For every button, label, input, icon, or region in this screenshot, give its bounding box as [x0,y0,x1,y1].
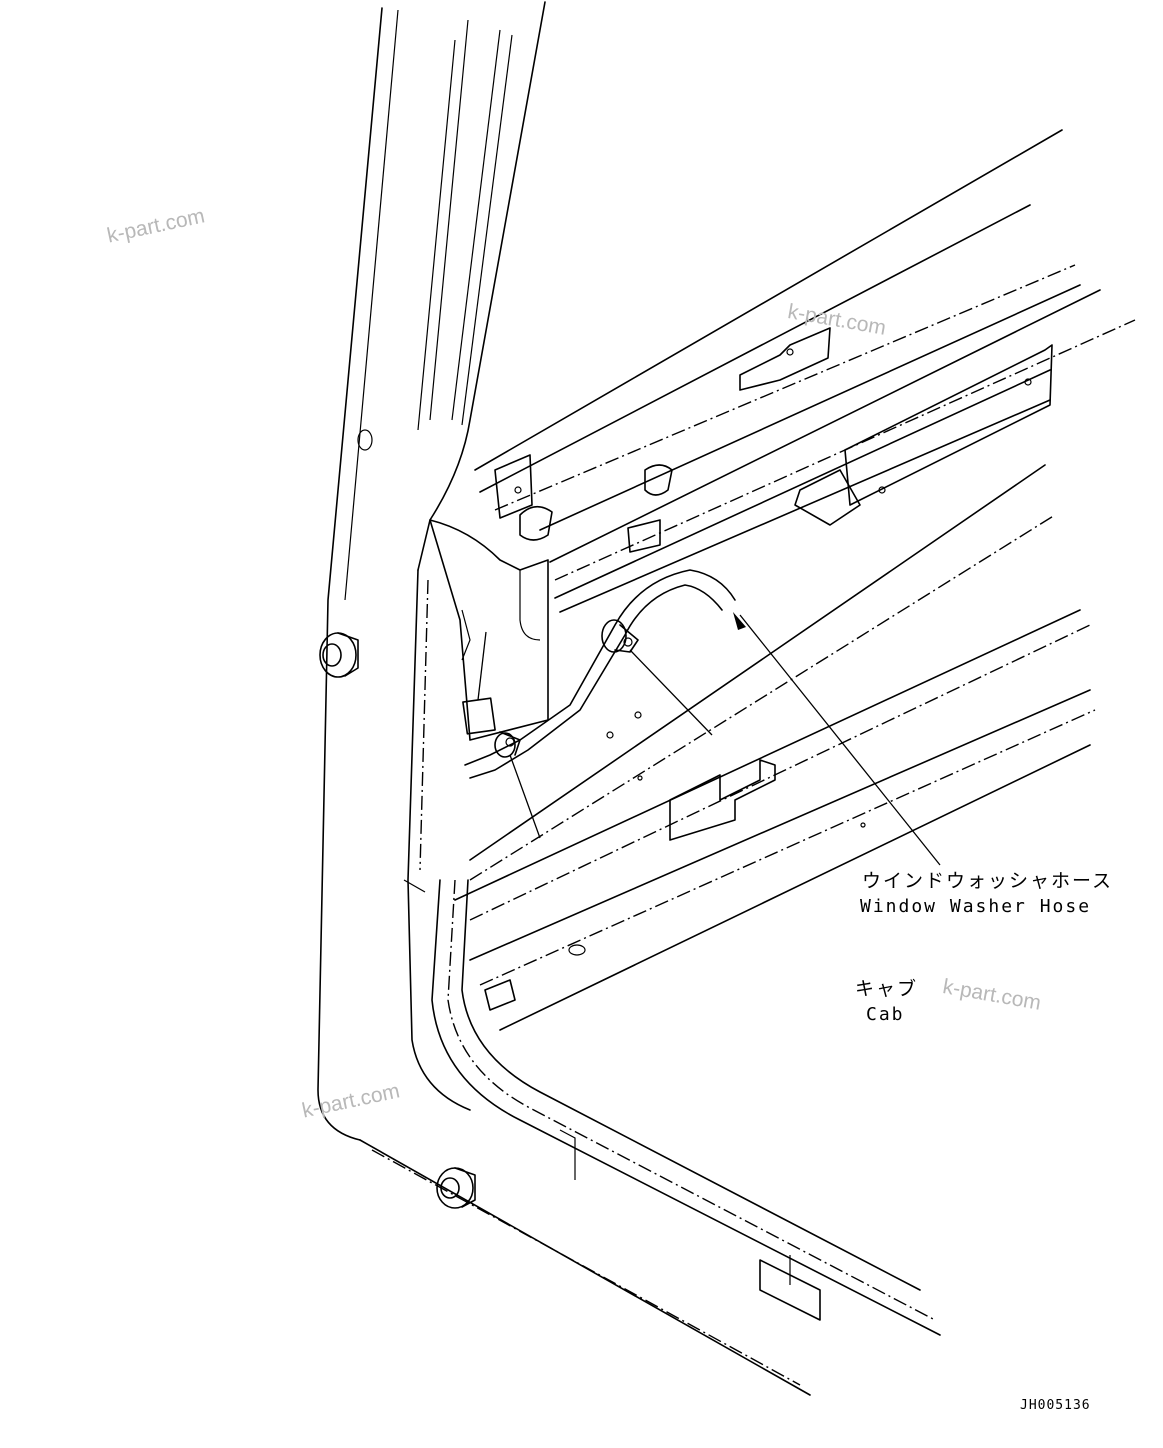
door-pillar [317,1,811,1396]
hose-label-en: Window Washer Hose [860,896,1092,917]
hose-label-jp: ウインドウォッシャホース [862,870,1114,892]
bumper-lower [436,1167,476,1209]
rail-brackets [484,327,1053,1011]
roof-rails [454,129,1136,1031]
pillar-joint-panel [429,519,549,741]
cab-label-en: Cab [866,1004,905,1025]
washer-hose [464,569,736,779]
leader-lines [477,612,941,866]
bumper-upper [319,632,359,678]
hose-clamp-upper [601,619,639,653]
drawing-code: JH005136 [1020,1398,1091,1413]
leader-arrow [733,612,746,630]
door-opening-curve [403,879,941,1336]
hose-clamp-lower [494,731,521,758]
cab-label-jp: キャブ [855,978,919,1000]
